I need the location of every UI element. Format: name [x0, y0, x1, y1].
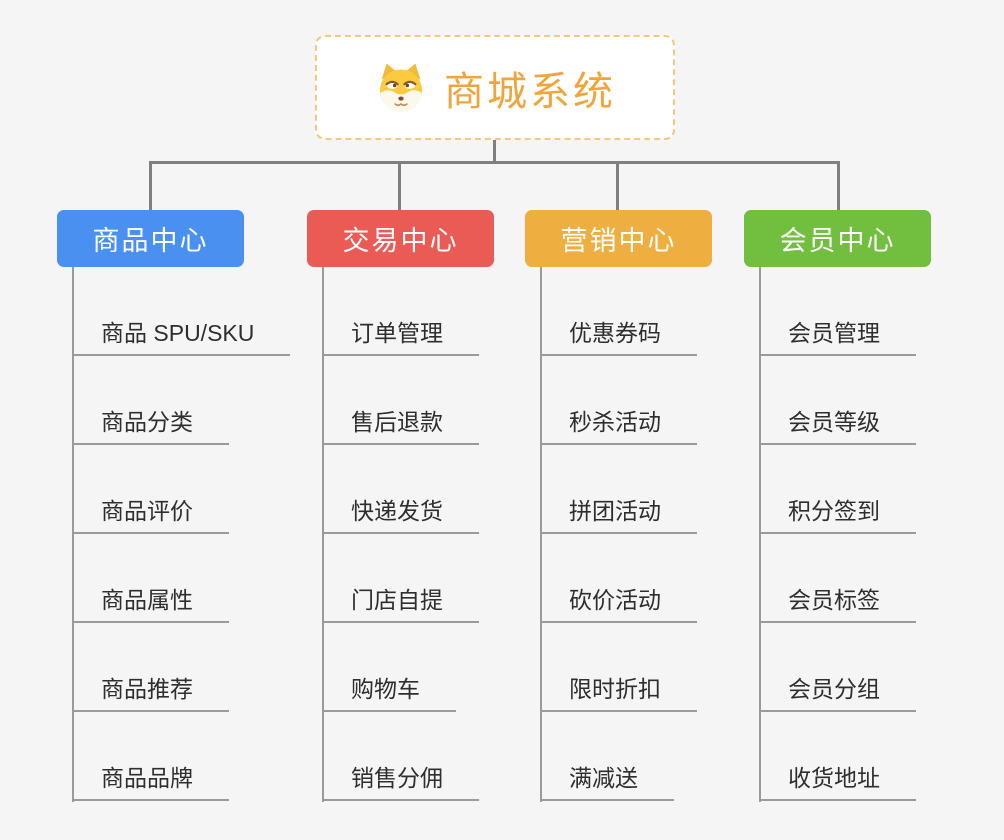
branch-member-vline [759, 267, 761, 802]
connector-stub-product [149, 161, 152, 211]
node-flash-sale[interactable]: 秒杀活动 [540, 405, 697, 445]
branch-marketing-center: 营销中心 优惠券码 秒杀活动 拼团活动 砍价活动 限时折扣 满减送 [525, 210, 712, 802]
root-title: 商城系统 [444, 69, 616, 114]
branch-node-member-center[interactable]: 会员中心 [744, 210, 931, 267]
node-shipping-address[interactable]: 收货地址 [759, 761, 916, 801]
branch-node-product-center[interactable]: 商品中心 [57, 210, 244, 267]
node-order-management[interactable]: 订单管理 [322, 316, 479, 356]
node-member-group[interactable]: 会员分组 [759, 672, 916, 712]
branch-trade-vline [322, 267, 324, 802]
node-bargain-activity[interactable]: 砍价活动 [540, 583, 697, 623]
connector-root-stem [493, 140, 496, 163]
node-points-checkin[interactable]: 积分签到 [759, 494, 916, 534]
node-product-attribute[interactable]: 商品属性 [72, 583, 229, 623]
branch-marketing-vline [540, 267, 542, 802]
branch-trade-center: 交易中心 订单管理 售后退款 快递发货 门店自提 购物车 销售分佣 [307, 210, 494, 802]
branch-product-center: 商品中心 商品 SPU/SKU 商品分类 商品评价 商品属性 商品推荐 商品品牌 [57, 210, 291, 802]
node-product-review[interactable]: 商品评价 [72, 494, 229, 534]
node-product-recommend[interactable]: 商品推荐 [72, 672, 229, 712]
node-member-level[interactable]: 会员等级 [759, 405, 916, 445]
branch-node-marketing-center[interactable]: 营销中心 [525, 210, 712, 267]
connector-stub-trade [398, 161, 401, 211]
node-store-pickup[interactable]: 门店自提 [322, 583, 479, 623]
connector-bus [149, 161, 840, 164]
node-express-shipping[interactable]: 快递发货 [322, 494, 479, 534]
node-product-spu-sku[interactable]: 商品 SPU/SKU [72, 316, 291, 356]
node-product-category[interactable]: 商品分类 [72, 405, 229, 445]
branch-node-trade-center[interactable]: 交易中心 [307, 210, 494, 267]
branch-product-vline [72, 267, 74, 802]
connector-stub-marketing [616, 161, 619, 211]
node-limited-discount[interactable]: 限时折扣 [540, 672, 697, 712]
root-node[interactable]: 商城系统 [315, 35, 675, 140]
node-aftersale-refund[interactable]: 售后退款 [322, 405, 479, 445]
node-sales-commission[interactable]: 销售分佣 [322, 761, 479, 801]
node-full-reduction[interactable]: 满减送 [540, 761, 674, 801]
connector-stub-member [837, 161, 840, 211]
node-coupon-code[interactable]: 优惠券码 [540, 316, 697, 356]
node-product-brand[interactable]: 商品品牌 [72, 761, 229, 801]
node-member-management[interactable]: 会员管理 [759, 316, 916, 356]
node-member-tag[interactable]: 会员标签 [759, 583, 916, 623]
node-group-buy[interactable]: 拼团活动 [540, 494, 697, 534]
branch-member-center: 会员中心 会员管理 会员等级 积分签到 会员标签 会员分组 收货地址 [744, 210, 931, 802]
shiba-dog-icon [379, 63, 423, 112]
node-shopping-cart[interactable]: 购物车 [322, 672, 456, 712]
